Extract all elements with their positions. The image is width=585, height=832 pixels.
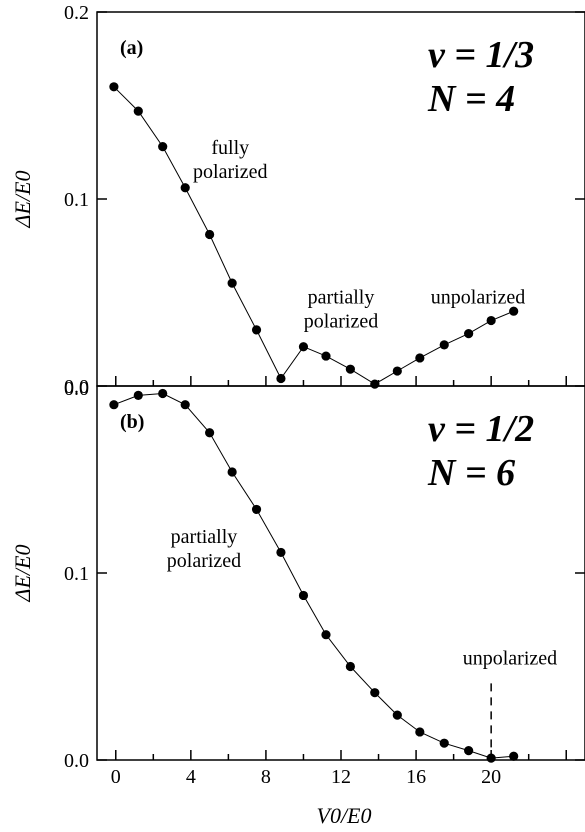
data-point: [227, 467, 237, 477]
data-point: [227, 278, 237, 288]
x-axis-label: V0/E0: [317, 803, 372, 828]
annotation-text: polarized: [193, 161, 267, 183]
data-point: [345, 364, 355, 374]
data-point: [486, 753, 496, 763]
data-point: [158, 388, 168, 399]
data-point: [298, 590, 309, 601]
annotation-text: partially: [308, 287, 375, 309]
data-point: [276, 373, 286, 384]
data-point: [109, 82, 119, 92]
data-point: [415, 727, 425, 737]
data-point: [205, 428, 215, 438]
data-point: [509, 306, 519, 316]
data-point: [298, 342, 309, 352]
data-point: [109, 400, 119, 410]
y-tick-label: 0.1: [64, 189, 89, 211]
data-point: [133, 106, 143, 116]
panel-tag: (a): [120, 37, 143, 59]
data-point: [133, 390, 143, 400]
physics-label-line: N = 4: [427, 78, 515, 120]
annotation-text: unpolarized: [463, 648, 557, 670]
panel-a: 0.00.10.2ΔE/E0(a)ν = 1/3N = 4fullypolari…: [10, 2, 585, 398]
panel-b: 0.00.10.0ΔE/E0(b)ν = 1/2N = 6partiallypo…: [10, 378, 585, 772]
x-tick-label: 16: [406, 766, 426, 788]
annotation-text: polarized: [304, 311, 378, 333]
annotation-text: fully: [211, 137, 249, 159]
data-point: [509, 751, 519, 761]
data-point: [392, 710, 402, 720]
data-point: [321, 351, 331, 361]
data-point: [439, 340, 449, 350]
y-axis-label: ΔE/E0: [10, 171, 35, 229]
data-point: [464, 746, 474, 756]
data-point: [321, 630, 331, 640]
annotation-text: unpolarized: [431, 287, 525, 309]
series-line: [113, 86, 514, 385]
y-tick-label-top: 0.0: [64, 378, 89, 400]
data-point: [345, 661, 355, 672]
data-point: [415, 353, 425, 363]
data-point: [486, 315, 496, 326]
data-point: [370, 688, 380, 698]
data-point: [276, 547, 286, 558]
physics-label-line: N = 6: [427, 452, 515, 494]
data-point: [392, 366, 402, 376]
data-point: [180, 183, 190, 193]
y-tick-label: 0.0: [64, 750, 89, 772]
x-tick-label: 0: [111, 766, 121, 788]
y-tick-label: 0.2: [64, 2, 89, 24]
data-point: [251, 325, 262, 335]
annotation-text: partially: [171, 526, 238, 548]
x-tick-label: 8: [261, 766, 271, 788]
physics-label-line: ν = 1/2: [428, 408, 534, 450]
y-axis-label: ΔE/E0: [10, 545, 35, 603]
y-tick-label: 0.0: [64, 376, 89, 398]
data-point: [370, 379, 380, 389]
x-tick-label: 12: [331, 766, 351, 788]
data-point: [464, 329, 474, 339]
y-tick-label: 0.1: [64, 563, 89, 585]
annotation-text: polarized: [167, 550, 241, 572]
panel-tag: (b): [120, 411, 144, 433]
x-tick-label: 4: [186, 766, 196, 788]
data-point: [439, 738, 449, 748]
x-tick-label: 20: [481, 766, 501, 788]
data-point: [205, 229, 215, 240]
data-point: [180, 400, 190, 410]
data-point: [158, 142, 168, 152]
physics-label-line: ν = 1/3: [428, 34, 534, 76]
data-point: [251, 504, 262, 515]
